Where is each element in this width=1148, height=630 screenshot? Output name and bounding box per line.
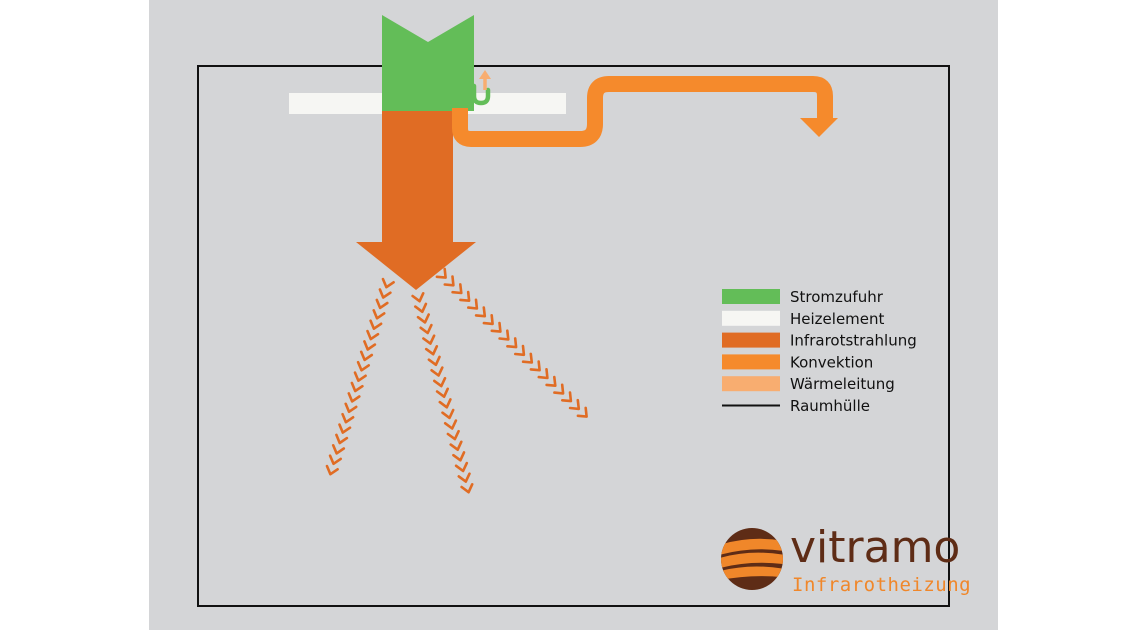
logo-tagline: Infrarotheizung — [792, 574, 971, 596]
ray-chevron — [457, 472, 471, 483]
ray-chevron — [422, 334, 436, 345]
ray-chevron — [459, 290, 471, 302]
ray-chevron — [441, 408, 455, 420]
legend-label-waermeleitung: Wärmeleitung — [790, 375, 895, 393]
ray-chevron — [335, 433, 349, 445]
ray-chevron — [381, 277, 395, 289]
ray-chevron — [338, 423, 352, 434]
ray-chevron — [449, 440, 463, 451]
ray-chevron — [435, 267, 447, 279]
infrared-rays — [325, 267, 588, 494]
ray-chevron — [435, 387, 449, 398]
legend-swatch-infrarotstrahlung — [722, 332, 780, 348]
ray-chevron — [467, 298, 479, 310]
ray-chevron — [353, 371, 367, 382]
ray-chevron — [498, 329, 510, 341]
legend-label-raumhuelle: Raumhülle — [790, 397, 870, 415]
ray-chevron — [363, 340, 377, 351]
ray-chevron — [452, 451, 466, 462]
ray-chevron — [411, 292, 425, 303]
ray-chevron — [344, 402, 358, 414]
ray-chevron — [537, 368, 549, 380]
convection-arrow — [452, 76, 838, 147]
legend-swatch-heizelement — [722, 310, 780, 326]
ray-chevron — [341, 412, 355, 424]
infrared-radiation-arrow — [356, 111, 476, 290]
legend-label-stromzufuhr: Stromzufuhr — [790, 288, 884, 306]
ray-chevron — [419, 323, 433, 335]
ray-chevron — [414, 302, 428, 314]
ray-chevron — [416, 313, 430, 324]
ray-chevron — [474, 306, 487, 318]
ray-chevron — [561, 391, 573, 403]
ray-chevron — [427, 355, 441, 367]
room-boundary — [197, 65, 950, 607]
ray-chevron — [553, 383, 565, 395]
ray-chevron — [482, 314, 494, 326]
heat-conduction-arrow — [479, 70, 491, 90]
ray-chevron — [328, 454, 342, 466]
vitramo-logo: vitramo Infrarotheizung — [721, 522, 971, 596]
legend-swatch-waermeleitung — [722, 376, 780, 392]
ray-chevron — [521, 352, 534, 364]
ray-chevron — [545, 375, 557, 387]
ray-chevron — [350, 381, 364, 393]
ray-chevron — [366, 329, 380, 341]
ray-chevron — [446, 429, 460, 441]
legend-label-heizelement: Heizelement — [790, 310, 885, 328]
ray-chevron — [433, 376, 447, 388]
ray-chevron — [331, 444, 346, 455]
logo-wordmark: vitramo — [790, 522, 960, 573]
ray-chevron — [369, 319, 383, 330]
ray-chevron — [325, 464, 339, 476]
ray-chevron — [506, 337, 518, 349]
ray-chevron — [443, 275, 455, 287]
ray-chevron — [460, 483, 474, 494]
ray-chevron — [424, 345, 439, 356]
ray-chevron — [443, 419, 458, 430]
ray-chevron — [451, 283, 463, 295]
legend: StromzufuhrHeizelementInfrarotstrahlungK… — [722, 288, 917, 415]
ray-chevron — [430, 366, 444, 377]
ray-chevron — [359, 350, 374, 362]
ray-chevron — [568, 398, 581, 411]
ray-chevron — [347, 392, 361, 403]
ray-chevron — [490, 321, 502, 333]
ray-chevron — [378, 288, 392, 299]
ray-chevron — [356, 360, 370, 372]
legend-label-infrarotstrahlung: Infrarotstrahlung — [790, 332, 917, 350]
ray-chevron — [454, 461, 469, 473]
legend-swatch-stromzufuhr — [722, 289, 780, 304]
logo-emblem-icon — [721, 528, 783, 590]
ray-chevron — [438, 398, 452, 409]
ray-chevron — [375, 298, 389, 310]
power-supply-block — [382, 15, 474, 111]
ray-chevron — [529, 360, 541, 372]
ray-chevron — [514, 344, 526, 357]
ray-chevron — [576, 406, 588, 418]
legend-swatch-konvektion — [722, 354, 780, 370]
ray-chevron — [372, 309, 386, 320]
legend-label-konvektion: Konvektion — [790, 353, 873, 371]
power-supply-hook — [471, 83, 491, 106]
